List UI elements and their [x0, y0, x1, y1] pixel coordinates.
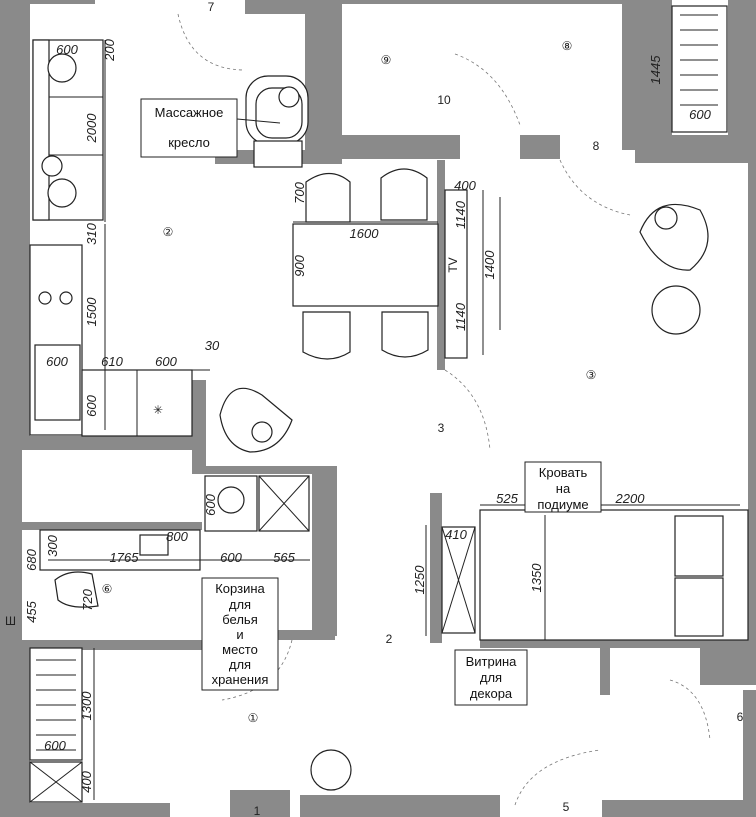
bathroom: [39, 529, 201, 608]
dim-410: 410: [445, 527, 467, 542]
massage-chair-callout-box: [140, 98, 238, 158]
round-table: [310, 749, 352, 791]
radiators: [29, 5, 728, 803]
dim-600-sofa: 600: [56, 42, 78, 57]
room-number-1: 1: [254, 804, 261, 817]
basket-label-5: место: [222, 642, 258, 657]
dimensions: 600 200 2000 310 1500 610 600 30 600 600…: [24, 38, 712, 792]
showcase-label-3: декора: [470, 686, 513, 701]
room-number-10: 10: [437, 93, 451, 107]
dimension-lines: [48, 40, 740, 800]
dim-700: 700: [292, 181, 307, 203]
dim-600-washer: 600: [220, 550, 242, 565]
dim-1300: 1300: [79, 691, 94, 721]
room-3-marker: ③: [586, 368, 597, 382]
showcase: [441, 526, 476, 634]
dim-525: 525: [496, 491, 518, 506]
dim-300: 300: [45, 534, 60, 556]
dim-800: 800: [166, 529, 188, 544]
doors: [177, 13, 711, 806]
dim-1140-bottom: 1140: [453, 302, 468, 331]
svg-text:✳: ✳: [153, 403, 163, 417]
dim-680: 680: [24, 548, 39, 570]
dim-455: 455: [24, 600, 39, 622]
washer: [204, 475, 310, 532]
showcase-label-1: Витрина: [466, 654, 518, 669]
room-6-marker: ⑥: [102, 582, 113, 596]
dim-400-tv: 400: [454, 178, 476, 193]
room-1-marker: ①: [248, 711, 259, 725]
armchair-kitchen: [219, 387, 293, 453]
dining-table: [292, 168, 439, 360]
edge-mark: Ш: [5, 614, 16, 628]
bed-callout-box: [524, 461, 602, 513]
basket-label-1: Корзина: [215, 581, 265, 596]
basket-label-6: для: [229, 657, 251, 672]
dim-1350: 1350: [529, 563, 544, 593]
dim-30: 30: [205, 338, 220, 353]
massage-chair-label-2: кресло: [168, 135, 210, 150]
tv-label: TV: [446, 257, 460, 272]
dim-2000: 2000: [84, 113, 99, 144]
room-8-marker: ⑧: [562, 39, 573, 53]
bed-label-2: на: [556, 481, 571, 496]
room-number-6: 6: [737, 710, 744, 724]
sofa: [32, 39, 104, 221]
tv-stand: [444, 189, 468, 359]
room-9-marker: ⑨: [381, 53, 392, 67]
dim-1500: 1500: [84, 297, 99, 327]
dim-1140-top: 1140: [453, 200, 468, 229]
dim-1600: 1600: [350, 226, 380, 241]
basket-label-3: белья: [222, 612, 258, 627]
dim-600-sink: 600: [46, 354, 68, 369]
room-2-marker: ②: [163, 225, 174, 239]
dim-720: 720: [80, 588, 95, 610]
dim-310: 310: [84, 222, 99, 244]
bed-label-1: Кровать: [539, 465, 588, 480]
dim-1250: 1250: [412, 565, 427, 595]
room-number-5: 5: [563, 800, 570, 814]
kitchen-counter: ✳: [29, 244, 193, 437]
basket-label-4: и: [236, 627, 243, 642]
dim-1765: 1765: [110, 550, 140, 565]
massage-chair: [245, 75, 309, 168]
dim-600-washer-side: 600: [203, 493, 218, 515]
room-number-8: 8: [593, 139, 600, 153]
basket-callout-box: [201, 577, 279, 691]
dim-400-bottom: 400: [79, 770, 94, 792]
massage-chair-label-1: Массажное: [155, 105, 224, 120]
room-number-7: 7: [208, 0, 215, 14]
dim-610: 610: [101, 354, 123, 369]
dim-900: 900: [292, 254, 307, 276]
dim-1445: 1445: [648, 55, 663, 85]
dim-600-radiator-bottom: 600: [44, 738, 66, 753]
bed: [479, 509, 749, 641]
room-number-2: 2: [386, 632, 393, 646]
bed-label-3: подиуме: [537, 497, 588, 512]
dim-600-side: 600: [84, 394, 99, 416]
dim-600-counter: 600: [155, 354, 177, 369]
showcase-label-2: для: [480, 670, 502, 685]
dim-1400: 1400: [482, 250, 497, 280]
dim-2200: 2200: [615, 491, 646, 506]
basket-label-7: хранения: [212, 672, 269, 687]
dim-600-radiator: 600: [689, 107, 711, 122]
dim-200: 200: [102, 38, 117, 61]
dim-565: 565: [273, 550, 295, 565]
room-number-3: 3: [438, 421, 445, 435]
basket-label-2: для: [229, 597, 251, 612]
armchair-right: [639, 203, 709, 335]
showcase-callout-box: [454, 649, 528, 706]
